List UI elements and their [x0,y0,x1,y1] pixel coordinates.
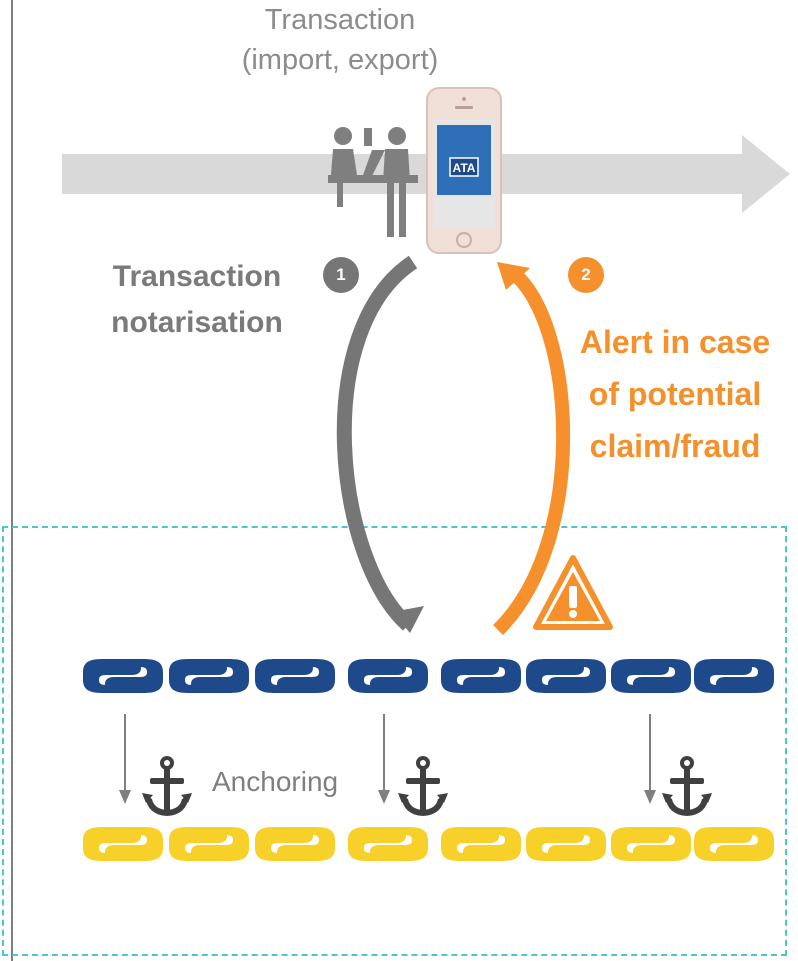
chain-link-icon [611,827,691,861]
phone-app-badge: ATA [453,161,476,175]
chain-link-icon [169,827,249,861]
anchor-icon [396,756,450,818]
people-at-counter-icon [328,127,418,237]
chain-link-icon [441,827,521,861]
notarisation-label: Transaction notarisation [72,254,322,346]
alert-label-line3: claim/fraud [589,428,761,464]
down-arrow-icon [644,714,656,804]
anchor-icon [140,756,194,818]
step-2-badge: 2 [568,257,604,293]
transaction-title-line1: Transaction [264,4,416,36]
chain-link-icon [694,827,774,861]
blockchain-zone-border [2,526,787,956]
chain-link-icon [526,827,606,861]
anchoring-label: Anchoring [212,766,339,797]
smartphone-icon: ATA [426,87,502,254]
chain-link-icon [348,659,428,693]
chain-link-icon [441,659,521,693]
alert-label-line1: Alert in case [579,324,771,360]
alert-arrow [493,262,571,635]
notarisation-label-line1: Transaction [112,260,282,293]
chain-link-icon [348,827,428,861]
alert-label: Alert in case of potential claim/fraud [560,316,790,472]
left-divider-line [11,0,13,961]
down-arrow-icon [378,714,390,804]
chain-link-icon [83,659,163,693]
anchor-blockchain [83,827,774,861]
transaction-title-line2: (import, export) [241,44,439,76]
chain-link-icon [83,827,163,861]
down-arrow-icon [119,714,131,804]
chain-link-icon [694,659,774,693]
step-1-badge: 1 [323,257,359,293]
chain-link-icon [255,827,335,861]
chain-link-icon [526,659,606,693]
alert-label-line2: of potential [588,376,762,412]
notarisation-label-line2: notarisation [111,306,283,339]
main-blockchain [83,659,774,693]
notarisation-arrow [336,255,424,633]
chain-link-icon [255,659,335,693]
chain-link-icon [169,659,249,693]
warning-triangle-icon [533,555,613,630]
transaction-title: Transaction (import, export) [160,0,520,80]
chain-link-icon [611,659,691,693]
anchor-icon [660,756,714,818]
